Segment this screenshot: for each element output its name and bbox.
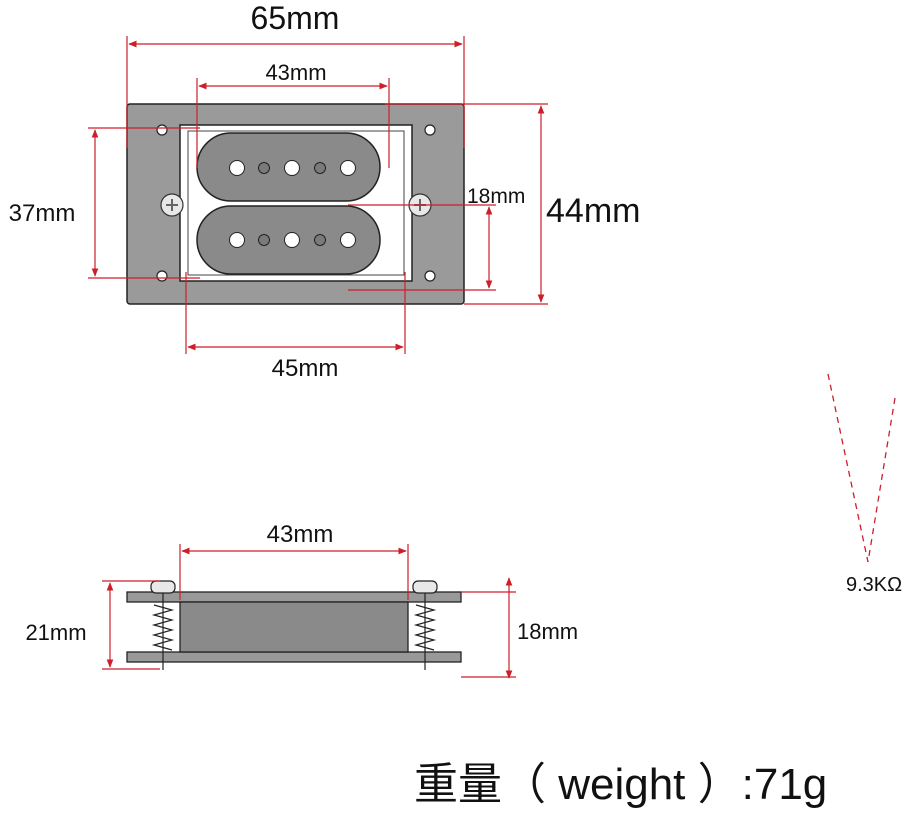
label-side-height: 21mm xyxy=(25,620,86,645)
dim-coil-spacing xyxy=(348,204,496,291)
label-resistance: 9.3KΩ xyxy=(846,574,902,596)
label-top-coil-width: 43mm xyxy=(265,60,326,85)
side-bobbin xyxy=(179,601,409,653)
dim-side-coil-width xyxy=(179,544,409,600)
label-coil-spacing: 18mm xyxy=(467,185,525,208)
side-top-plate xyxy=(126,591,462,603)
top-view: 65mm 43mm 45mm 37mm 44mm xyxy=(9,0,641,382)
mount-hole-top-right xyxy=(424,124,436,136)
dim-top-width xyxy=(126,36,465,148)
side-bottom-plate xyxy=(126,651,462,663)
side-view: 43mm 21mm 18mm xyxy=(25,521,578,679)
dim-top-height xyxy=(385,103,548,305)
mount-hole-top-left xyxy=(156,124,168,136)
pole-pieces-bottom xyxy=(229,232,356,248)
dim-side-height xyxy=(102,580,160,670)
dim-plate-spacing xyxy=(461,577,516,679)
spring-left-icon xyxy=(151,593,175,670)
spring-right-icon xyxy=(413,593,437,670)
label-opening-width: 45mm xyxy=(272,355,339,382)
dim-top-coil-width xyxy=(196,78,390,168)
dim-inner-height xyxy=(88,127,200,279)
pole-pieces-top xyxy=(229,160,356,176)
label-plate-spacing: 18mm xyxy=(517,619,578,644)
screw-head-left-icon xyxy=(150,580,176,594)
label-top-width: 65mm xyxy=(251,0,340,36)
label-inner-height: 37mm xyxy=(9,200,76,227)
resistance-indicator xyxy=(827,373,896,563)
screw-head-right-icon xyxy=(412,580,438,594)
label-top-height: 44mm xyxy=(546,192,640,230)
label-weight: 重量（ weight ）:71g xyxy=(414,760,827,809)
mount-hole-bottom-right xyxy=(424,270,436,282)
screw-left-icon xyxy=(160,193,184,217)
mount-hole-bottom-left xyxy=(156,270,168,282)
label-side-coil-width: 43mm xyxy=(267,521,334,548)
dim-opening-width xyxy=(185,272,406,354)
